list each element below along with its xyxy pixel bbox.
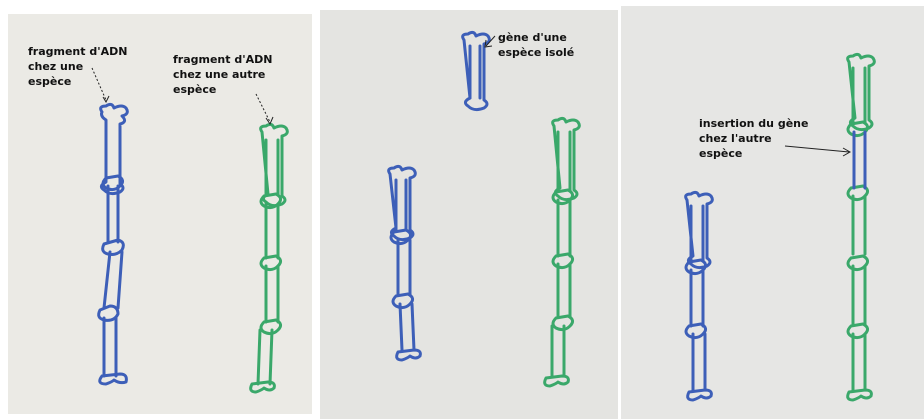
photo-panel-3-canvas — [621, 0, 924, 419]
label-gene-insertion: insertion du gène chez l'autre espèce — [699, 116, 808, 161]
paper-background — [621, 6, 924, 419]
photo-panel-2-canvas — [320, 0, 618, 419]
label-dna-fragment-species-2: fragment d'ADN chez une autre espèce — [173, 52, 272, 97]
photo-panel-3: insertion du gène chez l'autre espèce — [621, 0, 924, 419]
label-dna-fragment-species-1: fragment d'ADN chez une espèce — [28, 44, 127, 89]
label-isolated-gene: gène d'une espèce isolé — [498, 30, 574, 60]
photo-panel-2: gène d'une espèce isolé — [320, 0, 618, 419]
photo-panel-1: fragment d'ADN chez une espèce fragment … — [8, 0, 312, 419]
